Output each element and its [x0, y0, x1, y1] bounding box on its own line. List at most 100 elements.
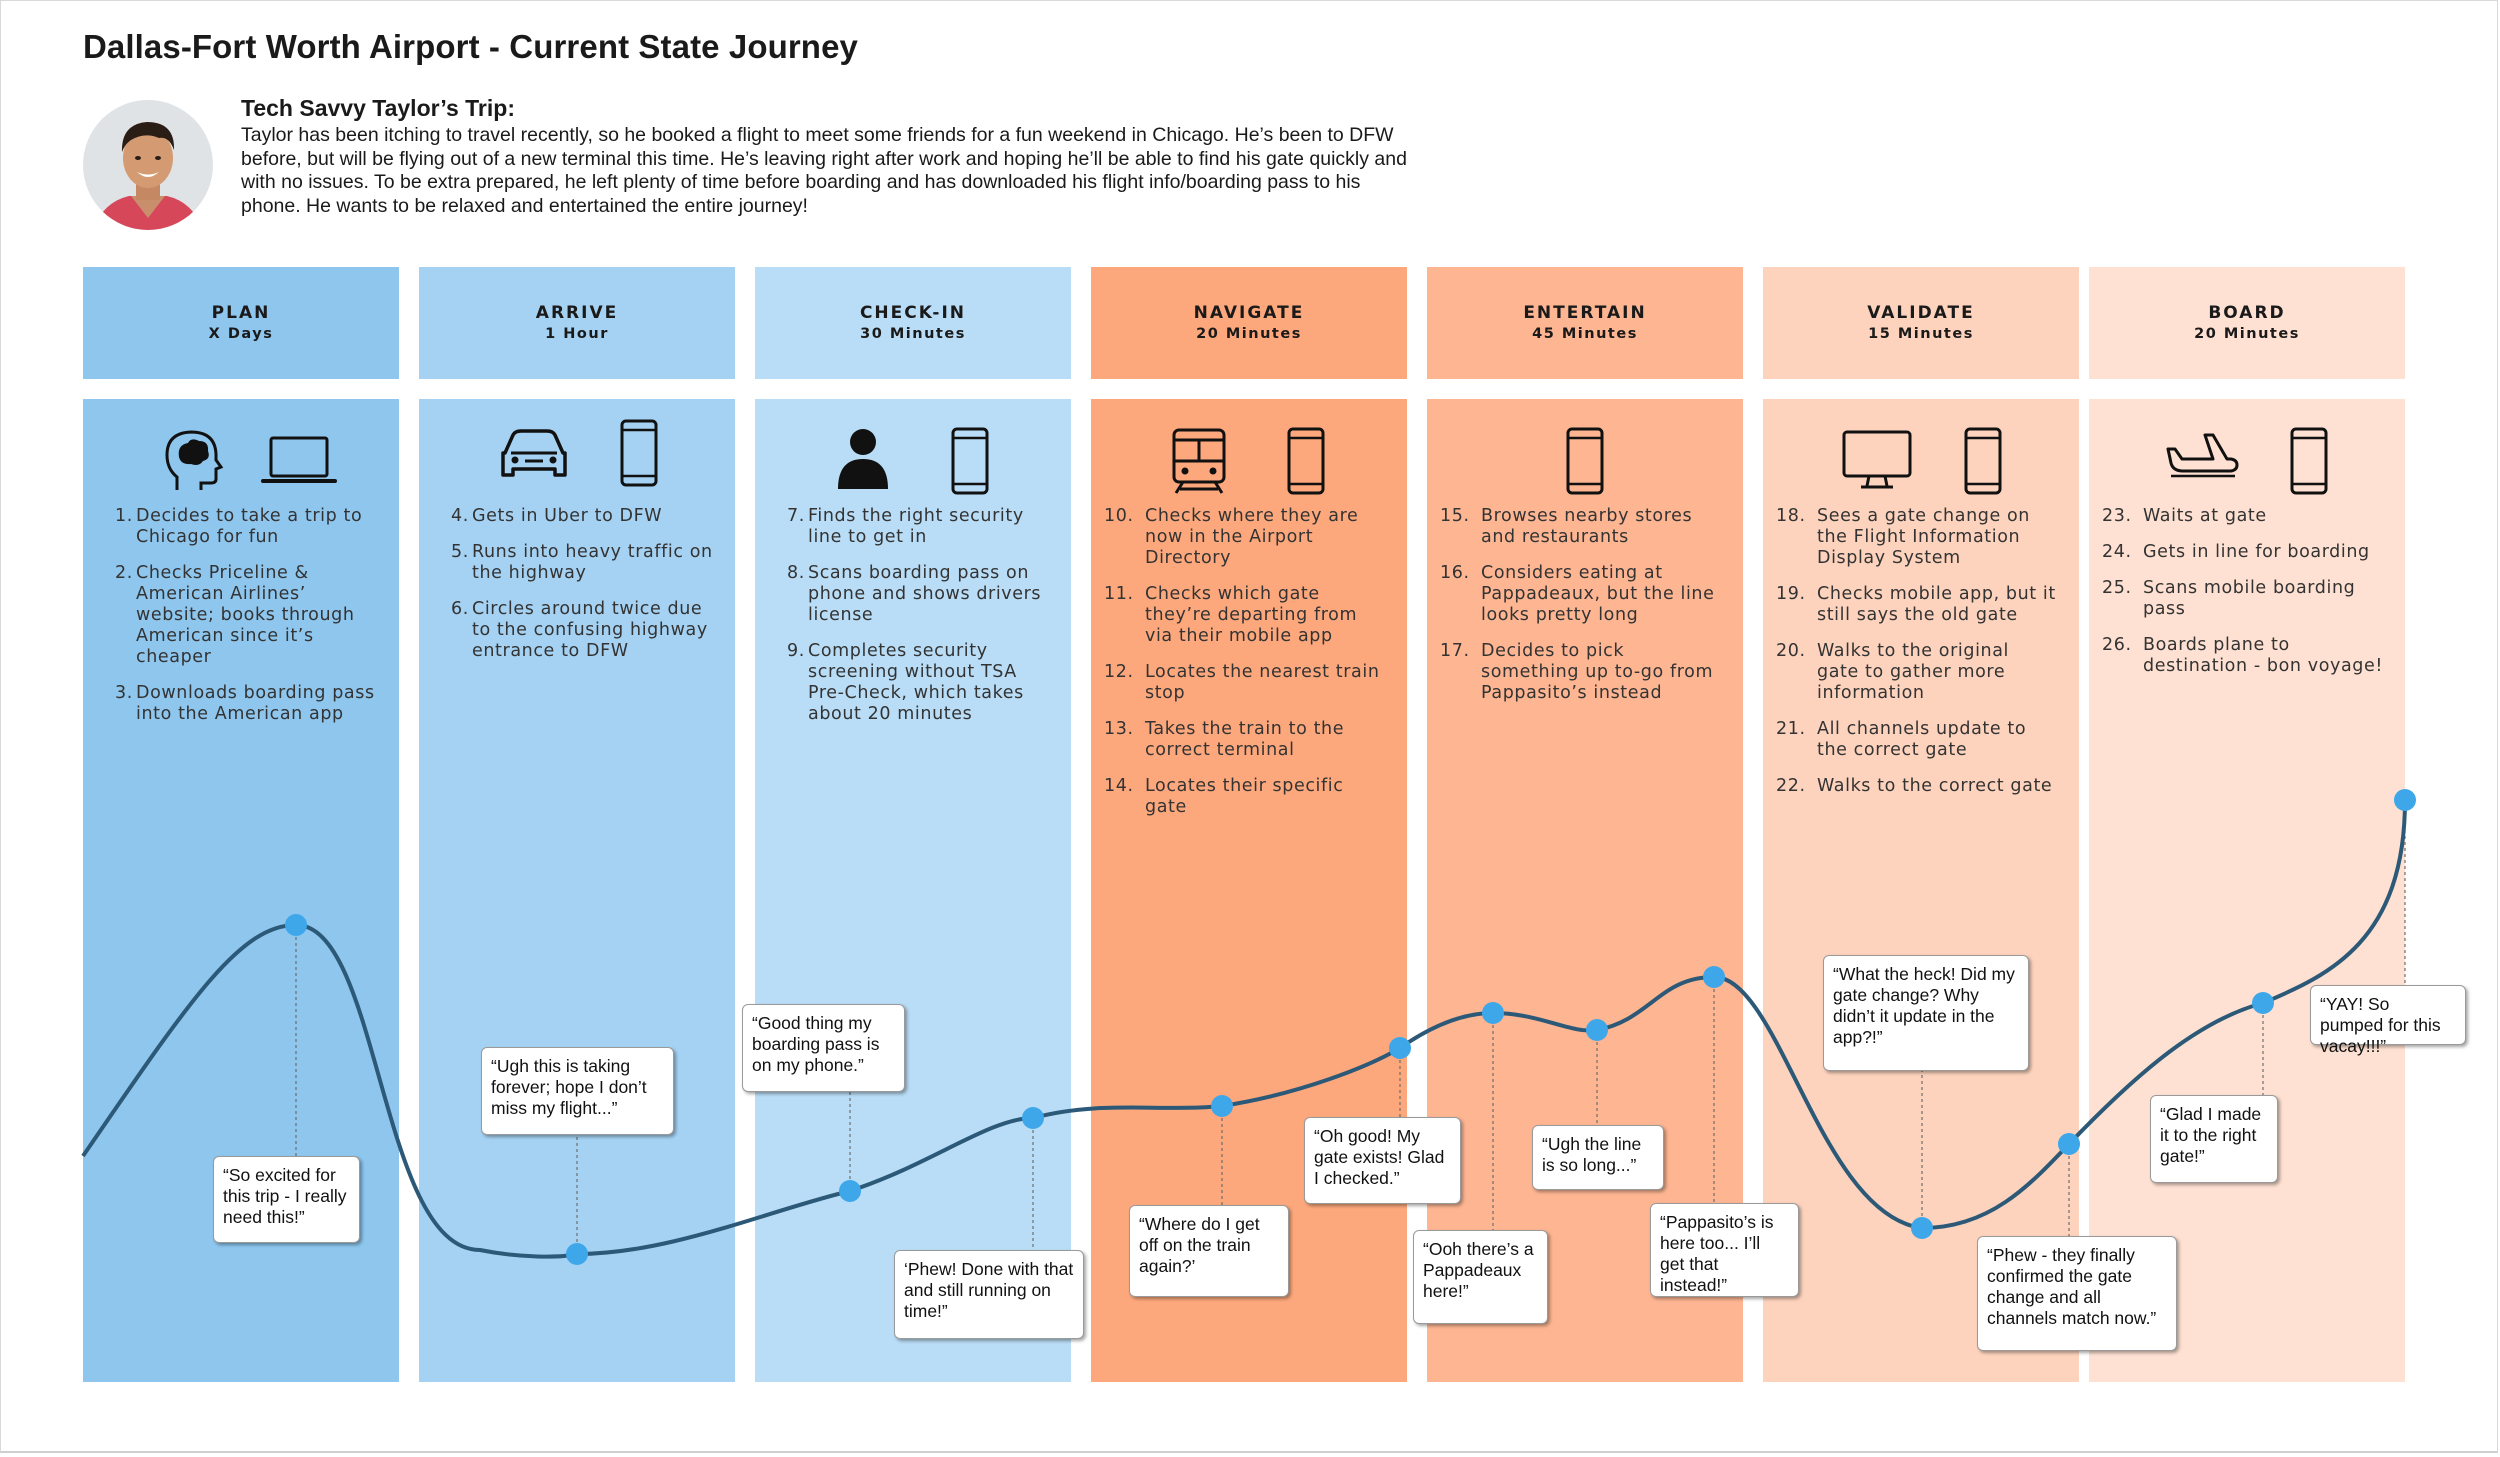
step-item: 13.Takes the train to the correct termin… [1104, 719, 1345, 760]
step-item: 10.Checks where they are now in the Airp… [1104, 506, 1359, 568]
quote-bubble: “Ugh this is taking forever; hope I don’… [481, 1047, 674, 1135]
stage-header-navigate: NAVIGATE 20 Minutes [1091, 267, 1407, 379]
step-item: 5.Runs into heavy traffic on the highway [451, 542, 713, 583]
step-item: 19.Checks mobile app, but it still says … [1776, 584, 2056, 625]
step-item: 17.Decides to pick something up to-go fr… [1440, 641, 1714, 703]
phone-icon [2290, 427, 2328, 495]
quote-bubble: “So excited for this trip - I really nee… [213, 1156, 360, 1243]
persona-description: Taylor has been itching to travel recent… [241, 124, 1407, 217]
quote-bubble: “Ugh the line is so long...” [1532, 1125, 1664, 1190]
step-list: 15.Browses nearby stores and restaurants… [1440, 506, 1721, 719]
step-list: 18.Sees a gate change on the Flight Info… [1776, 506, 2057, 812]
quote-bubble: “Ooh there’s a Pappadeaux here!” [1413, 1230, 1548, 1324]
page-title: Dallas-Fort Worth Airport - Current Stat… [83, 28, 858, 65]
phone-icon [1964, 427, 2002, 495]
emotion-point [1022, 1107, 1044, 1129]
phone-icon [1566, 427, 1604, 495]
step-item: 4.Gets in Uber to DFW [451, 506, 663, 526]
airplane-icon [2166, 433, 2239, 478]
quote-bubble: ‘Phew! Done with that and still running … [894, 1250, 1084, 1339]
quote-bubble: “Pappasito’s is here too... I’ll get tha… [1650, 1203, 1799, 1297]
step-item: 7.Finds the right security line to get i… [787, 506, 1024, 547]
step-item: 23.Waits at gate [2102, 506, 2267, 526]
quote-bubble: “Good thing my boarding pass is on my ph… [742, 1004, 905, 1092]
step-item: 8.Scans boarding pass on phone and shows… [787, 563, 1042, 625]
step-list: 7.Finds the right security line to get i… [787, 506, 1057, 740]
phone-icon [620, 419, 658, 487]
stage-header-entertain: ENTERTAIN 45 Minutes [1427, 267, 1743, 379]
step-item: 12.Locates the nearest train stop [1104, 662, 1380, 703]
step-list: 4.Gets in Uber to DFW 5.Runs into heavy … [451, 506, 721, 677]
step-item: 9.Completes security screening without T… [787, 641, 1024, 724]
quote-bubble: “Phew - they finally confirmed the gate … [1977, 1236, 2177, 1351]
emotion-line [81, 799, 2407, 1259]
stage-column-board: 23.Waits at gate 24.Gets in line for boa… [2089, 399, 2405, 1382]
stage-duration: 1 Hour [545, 326, 609, 342]
step-item: 24.Gets in line for boarding [2102, 542, 2370, 562]
step-item: 2.Checks Priceline & American Airlines’ … [115, 563, 355, 667]
stage-duration: 45 Minutes [1532, 326, 1638, 342]
step-item: 1.Decides to take a trip to Chicago for … [115, 506, 363, 547]
stage-name: BOARD [2208, 303, 2286, 323]
train-icon [1172, 428, 1226, 494]
stage-name: VALIDATE [1867, 303, 1975, 323]
stage-duration: 20 Minutes [2194, 326, 2300, 342]
step-item: 21.All channels update to the correct ga… [1776, 719, 2027, 760]
step-list: 10.Checks where they are now in the Airp… [1104, 506, 1385, 833]
emotion-point [1586, 1019, 1608, 1041]
monitor-icon [1842, 430, 1912, 489]
phone-icon [1287, 427, 1325, 495]
step-item: 25.Scans mobile boarding pass [2102, 578, 2356, 619]
step-item: 15.Browses nearby stores and restaurants [1440, 506, 1693, 547]
step-item: 11.Checks which gate they’re departing f… [1104, 584, 1358, 646]
stage-header-checkin: CHECK-IN 30 Minutes [755, 267, 1071, 379]
stage-duration: X Days [208, 326, 274, 342]
stage-header-board: BOARD 20 Minutes [2089, 267, 2405, 379]
persona-avatar [83, 100, 213, 230]
stage-duration: 15 Minutes [1868, 326, 1974, 342]
stage-header-validate: VALIDATE 15 Minutes [1763, 267, 2079, 379]
stage-header-plan: PLAN X Days [83, 267, 399, 379]
step-item: 20.Walks to the original gate to gather … [1776, 641, 2010, 703]
stage-header-arrive: ARRIVE 1 Hour [419, 267, 735, 379]
step-list: 1.Decides to take a trip to Chicago for … [115, 506, 385, 740]
step-item: 16.Considers eating at Pappadeaux, but t… [1440, 563, 1715, 625]
laptop-icon [261, 436, 337, 483]
stage-column-arrive: 4.Gets in Uber to DFW 5.Runs into heavy … [419, 399, 735, 1382]
emotion-point [1211, 1095, 1233, 1117]
emotion-point [285, 914, 307, 936]
stage-name: ENTERTAIN [1523, 303, 1647, 323]
quote-bubble: “What the heck! Did my gate change? Why … [1823, 955, 2029, 1071]
emotion-point [566, 1243, 588, 1265]
emotion-point [839, 1180, 861, 1202]
stage-name: NAVIGATE [1193, 303, 1305, 323]
stage-name: PLAN [211, 303, 271, 323]
emotion-point [2394, 789, 2416, 811]
step-item: 22.Walks to the correct gate [1776, 776, 2053, 796]
persona-name: Tech Savvy Taylor’s Trip: [241, 95, 515, 121]
stage-duration: 20 Minutes [1196, 326, 1302, 342]
car-icon [501, 429, 567, 477]
quote-bubble: “Where do I get off on the train again?’ [1129, 1205, 1289, 1297]
emotion-point [1389, 1037, 1411, 1059]
quote-bubble: “Oh good! My gate exists! Glad I checked… [1304, 1117, 1461, 1204]
step-item: 3.Downloads boarding pass into the Ameri… [115, 683, 375, 724]
stage-name: CHECK-IN [859, 303, 967, 323]
emotion-point [1911, 1217, 1933, 1239]
step-item: 26.Boards plane to destination - bon voy… [2102, 635, 2383, 676]
step-item: 18.Sees a gate change on the Flight Info… [1776, 506, 2030, 568]
stage-duration: 30 Minutes [860, 326, 966, 342]
stage-name: ARRIVE [535, 303, 619, 323]
step-item: 6.Circles around twice due to the confus… [451, 599, 708, 661]
step-list: 23.Waits at gate 24.Gets in line for boa… [2102, 506, 2383, 692]
emotion-point [2252, 992, 2274, 1014]
phone-icon [951, 427, 989, 495]
emotion-point [1703, 966, 1725, 988]
brain-head-icon [165, 430, 223, 490]
step-item: 14.Locates their specific gate [1104, 776, 1344, 817]
quote-bubble: “YAY! So pumped for this vacay!!!” [2310, 985, 2466, 1056]
quote-bubble: “Glad I made it to the right gate!” [2150, 1095, 2278, 1183]
emotion-points [285, 789, 2416, 1265]
person-icon [838, 429, 888, 489]
